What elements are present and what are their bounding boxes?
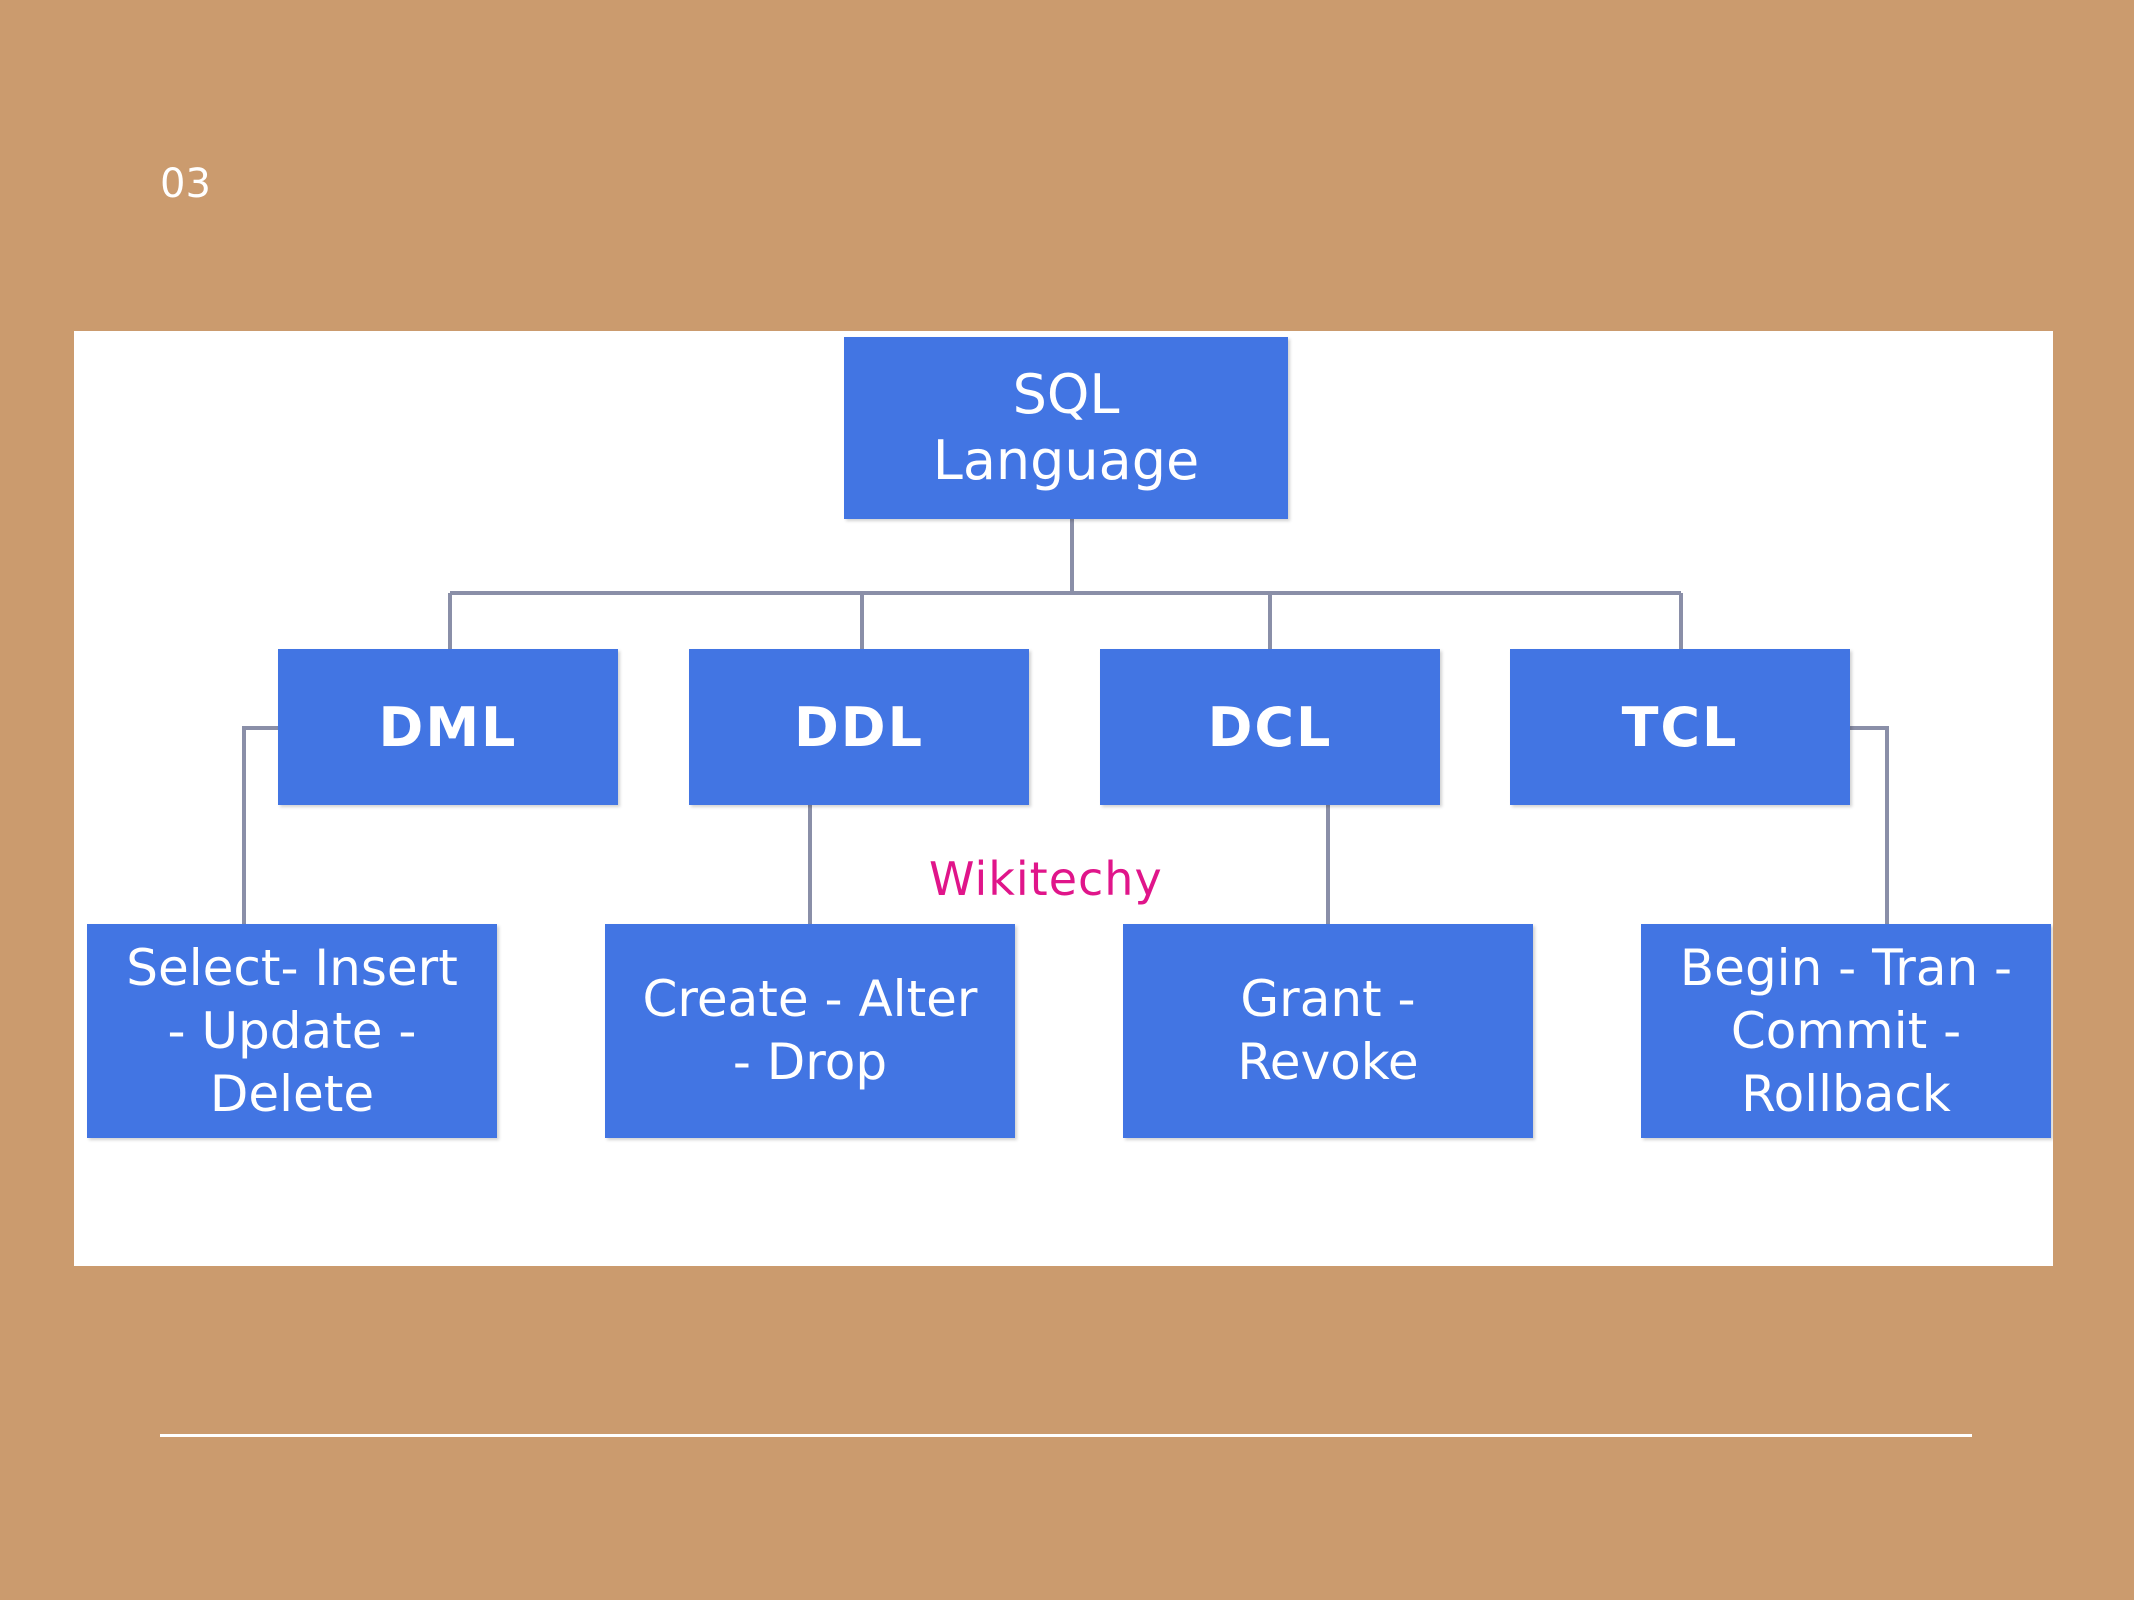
command-line: Delete (209, 1064, 375, 1123)
command-node-dml: Select- Insert - Update - Delete (87, 924, 497, 1138)
root-node-line-1: SQL (1012, 363, 1120, 426)
command-line: - Drop (732, 1033, 888, 1091)
command-line: Select- Insert (126, 938, 458, 997)
category-node-ddl: DDL (689, 649, 1029, 805)
command-line: Revoke (1237, 1033, 1419, 1091)
connector-lines (242, 519, 1889, 924)
command-node-ddl: Create - Alter - Drop (605, 924, 1015, 1138)
command-line: Commit - (1730, 1001, 1962, 1060)
category-node-dcl: DCL (1100, 649, 1440, 805)
category-node-dml: DML (278, 649, 618, 805)
sql-hierarchy-diagram: SQL Language DML DDL DCL TCL Wikitechy S… (74, 331, 2053, 1266)
category-label: DML (378, 695, 518, 759)
connector-tcl-commands (1850, 726, 1889, 924)
command-node-dcl: Grant - Revoke (1123, 924, 1533, 1138)
root-node-line-2: Language (932, 429, 1200, 492)
category-node-tcl: TCL (1510, 649, 1850, 805)
root-node-sql-language: SQL Language (844, 337, 1288, 519)
footer-divider (160, 1434, 1972, 1437)
slide-number: 03 (160, 161, 211, 207)
category-label: DCL (1207, 695, 1333, 759)
command-line: Rollback (1741, 1064, 1951, 1123)
command-line: - Update - (167, 1001, 417, 1060)
category-label: DDL (793, 695, 925, 759)
wikitechy-watermark: Wikitechy (929, 852, 1163, 906)
command-node-tcl: Begin - Tran - Commit - Rollback (1641, 924, 2051, 1138)
command-line: Begin - Tran - (1679, 938, 2013, 997)
category-label: TCL (1621, 695, 1739, 759)
command-line: Create - Alter (642, 970, 978, 1028)
connector-dml-commands (242, 726, 278, 924)
command-line: Grant - (1240, 970, 1416, 1028)
